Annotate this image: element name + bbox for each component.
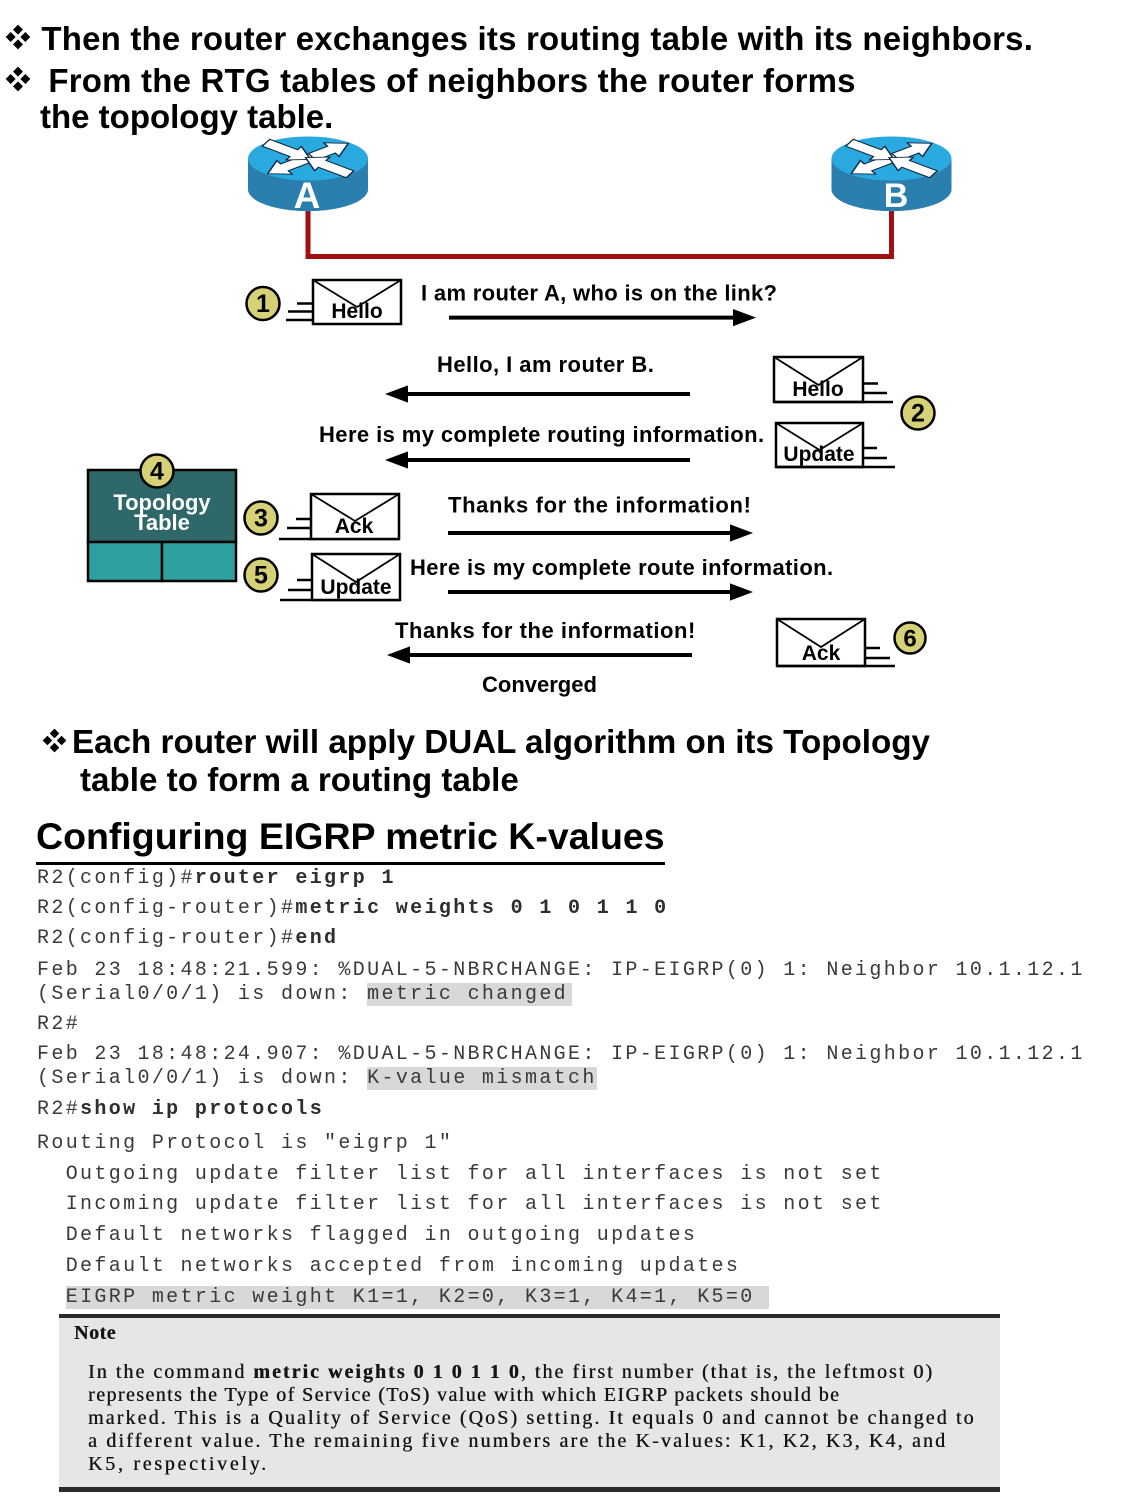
svg-text:Thanks for the information!: Thanks for the information! [395, 618, 696, 643]
svg-text:Hello: Hello [331, 300, 382, 323]
svg-text:Hello, I am router B.: Hello, I am router B. [437, 352, 654, 377]
svg-text:A: A [294, 175, 321, 216]
svg-text:Here is my complete routing in: Here is my complete routing information. [319, 422, 764, 447]
svg-text:6: 6 [903, 626, 916, 653]
svg-text:Ack: Ack [802, 642, 841, 665]
svg-text:Converged: Converged [482, 672, 597, 697]
svg-text:Update: Update [320, 576, 391, 599]
svg-text:Topology: Topology [113, 490, 211, 515]
svg-text:Here is my complete route info: Here is my complete route information. [410, 555, 834, 580]
svg-text:4: 4 [150, 458, 164, 486]
svg-text:3: 3 [254, 505, 268, 533]
svg-text:5: 5 [254, 562, 268, 590]
svg-text:I am router A, who is on the l: I am router A, who is on the link? [421, 281, 777, 306]
svg-text:Thanks for the information!: Thanks for the information! [448, 493, 752, 518]
svg-text:2: 2 [911, 400, 925, 428]
svg-text:Update: Update [783, 443, 854, 466]
svg-text:Table: Table [134, 510, 190, 535]
svg-text:Ack: Ack [335, 515, 374, 538]
svg-text:Hello: Hello [792, 378, 843, 401]
svg-text:1: 1 [256, 290, 270, 318]
svg-text:B: B [884, 177, 909, 215]
